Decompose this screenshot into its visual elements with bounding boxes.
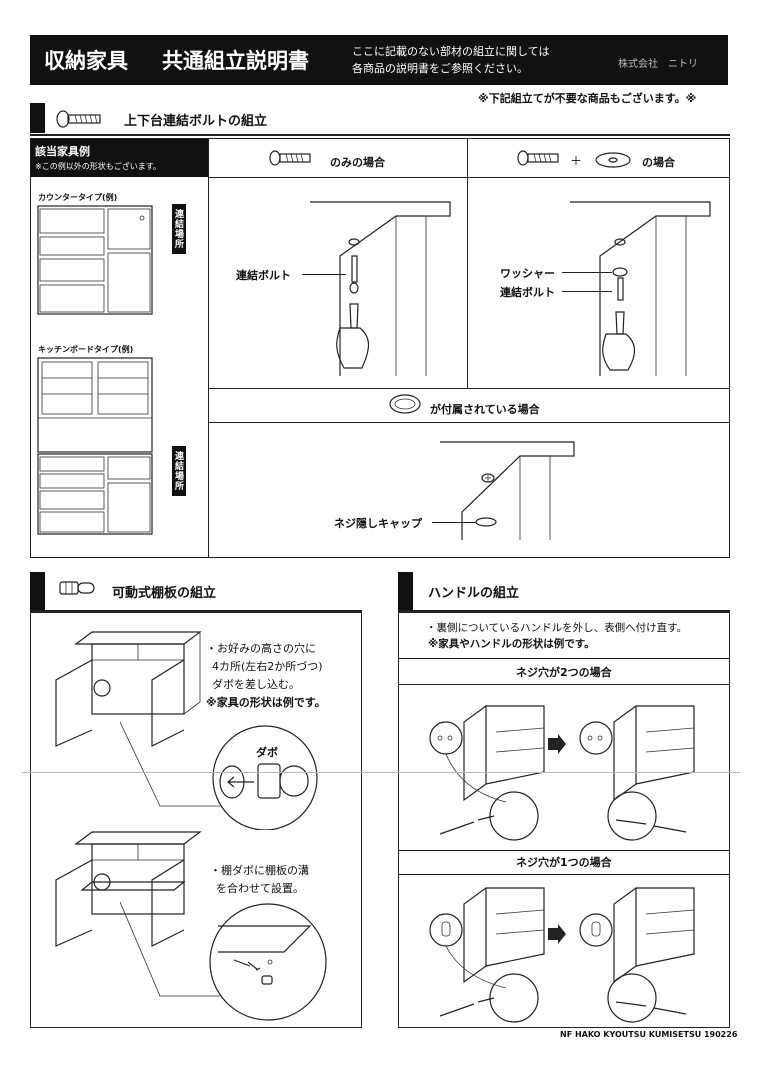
cap-callout-line (432, 522, 476, 523)
scan-line (22, 772, 740, 773)
bolt-section-title: 上下台連結ボルトの組立 (124, 114, 268, 129)
footer-code: NF HAKO KYOUTSU KUMISETSU 190226 (560, 1030, 738, 1039)
header-notice-1: ここに記載のない部材の組立に関しては (352, 45, 550, 58)
handle-row-divider-3 (398, 850, 730, 852)
case-both-label: の場合 (642, 156, 675, 169)
shelf-cabinet-illustration-2 (55, 831, 202, 947)
shelf-note1-line1: ・お好みの高さの穴に (206, 642, 316, 655)
handle-row-divider-4 (398, 874, 730, 876)
kitchen-furniture-illustration (37, 357, 153, 535)
handle-section-frame (398, 612, 730, 1028)
bolt2-callout-label: 連結ボルト (500, 286, 555, 299)
header-company: 株式会社 ニトリ (618, 59, 698, 70)
shelf-section-frame (30, 612, 362, 1028)
header-notice-2: 各商品の説明書をご参照ください。 (352, 62, 528, 75)
washer-icon (595, 152, 631, 168)
header-bar: 収納家具 共通組立説明書 ここに記載のない部材の組立に関しては 各商品の説明書を… (30, 35, 728, 85)
bolt-section-frame (30, 138, 730, 558)
cap-illustration (440, 441, 575, 540)
bolt2-callout-line (562, 291, 612, 292)
handle-case-one: ネジ穴が1つの場合 (516, 856, 612, 869)
handle-note-line1: ・裏側についているハンドルを外し、表側へ付け直す。 (426, 622, 688, 634)
arrow-right-icon (548, 924, 566, 944)
bolt-both-icon (517, 150, 559, 166)
shelf-note1-line3: ダボを差し込む。 (212, 678, 300, 691)
sub-notice: ※下記組立てが不要な商品もございます。※ (478, 92, 697, 105)
dowel-zoom-illustration (120, 721, 318, 830)
example-title: 該当家具例 (35, 145, 90, 158)
bolt-only-icon (269, 150, 311, 166)
row-divider-2 (208, 388, 730, 390)
washer-callout-label: ワッシャー (500, 267, 555, 280)
counter-furniture-illustration (37, 205, 153, 315)
shelf-note1-line2: 4カ所(左右2か所づつ) (212, 660, 323, 673)
shelf-cabinet-illustration-1 (55, 631, 202, 747)
handle-note-line2: ※家具やハンドルの形状は例です。 (428, 638, 595, 650)
handle-row-divider-1 (398, 658, 730, 660)
cap-icon (389, 394, 421, 414)
handle-one-after (579, 887, 695, 1023)
counter-type-label: カウンタータイプ(例) (38, 193, 118, 202)
bolt-title-underline (30, 134, 730, 136)
handle-two-after (579, 705, 695, 841)
handle-row-divider-2 (398, 684, 730, 686)
handle-case-two: ネジ穴が2つの場合 (516, 666, 612, 679)
bolt-only-illustration (310, 201, 451, 376)
shelf-note2-line2: を合わせて設置。 (216, 882, 304, 895)
handle-two-before (429, 705, 545, 841)
shelf-title-underline (30, 610, 362, 612)
dowel-icon (59, 581, 95, 595)
example-header: 該当家具例 ※この例以外の形状もございます。 (31, 139, 208, 177)
bolt-washer-illustration (570, 201, 711, 376)
col-divider-1 (208, 138, 210, 558)
shelf-zoom-illustration (120, 901, 327, 1021)
shelf-section-title: 可動式棚板の組立 (112, 586, 217, 601)
kitchen-type-label: キッチンボードタイプ(例) (38, 345, 134, 354)
shelf-note1-line4: ※家具の形状は例です。 (206, 696, 326, 709)
col-divider-2 (467, 138, 469, 388)
handle-title-underline (398, 610, 730, 612)
dowel-label: ダボ (256, 746, 278, 759)
header-title-main: 共通組立説明書 (162, 49, 309, 73)
handle-one-before (429, 887, 545, 1023)
shelf-note2-line1: ・棚ダボに棚板の溝 (210, 864, 309, 877)
connection-tag-1: 連結場所 (172, 204, 186, 254)
bolt-callout-line (302, 274, 346, 275)
row-divider-3 (208, 422, 730, 424)
header-title-left: 収納家具 (44, 49, 128, 73)
handle-section-title: ハンドルの組立 (428, 586, 520, 601)
cap-callout-label: ネジ隠しキャップ (334, 517, 422, 530)
connection-tag-2: 連結場所 (172, 446, 186, 496)
example-note: ※この例以外の形状もございます。 (35, 162, 161, 171)
washer-callout-line (562, 272, 612, 273)
case-only-label: のみの場合 (330, 156, 385, 169)
case-plus-sign: ＋ (570, 154, 583, 168)
shelf-section-marker (30, 572, 45, 610)
bolt-section-marker (30, 103, 45, 133)
arrow-right-icon (548, 734, 566, 754)
bolt-callout-label: 連結ボルト (236, 269, 291, 282)
cap-case-label: が付属されている場合 (430, 403, 540, 416)
handle-section-marker (398, 572, 413, 610)
bolt-icon (56, 110, 101, 128)
row-divider-1 (208, 177, 730, 179)
